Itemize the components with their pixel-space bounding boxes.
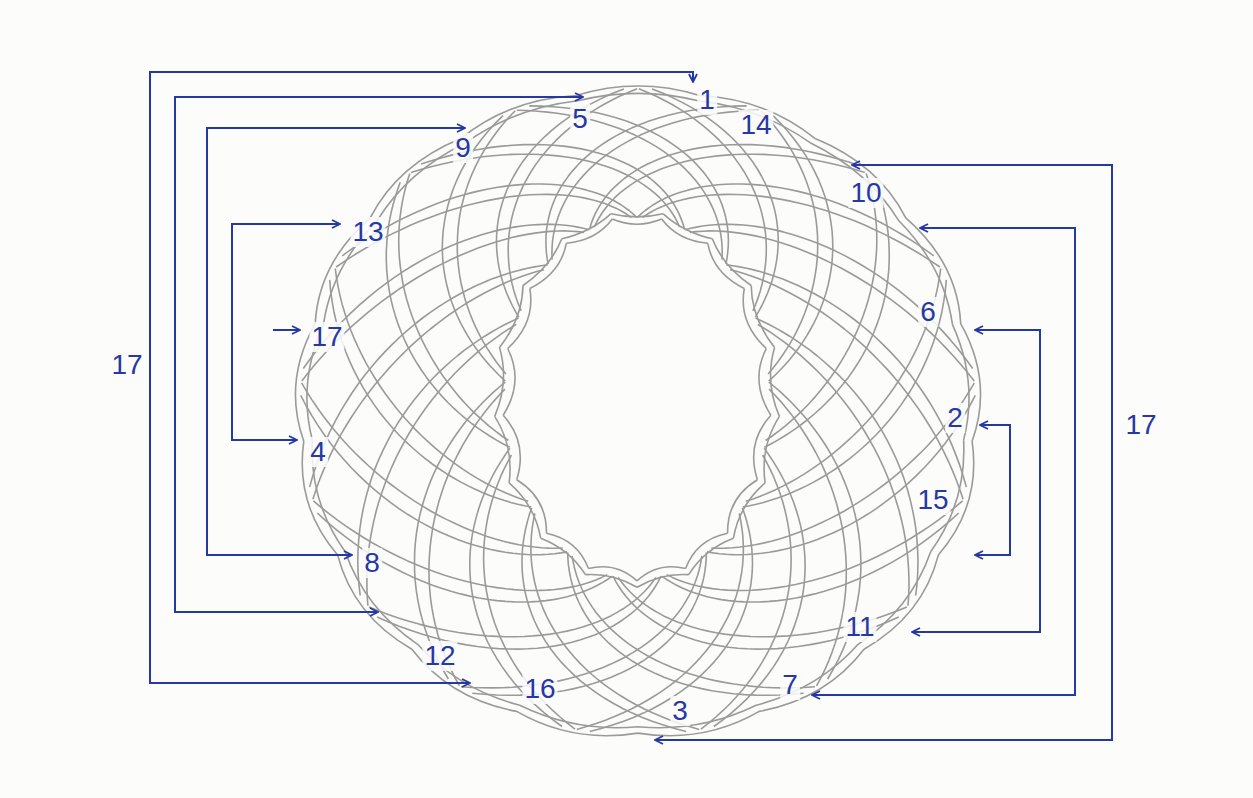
knot-strand (358, 318, 519, 596)
callout-number: 17 (109, 350, 144, 380)
arrow-line (320, 223, 340, 225)
arrow-line (920, 227, 940, 229)
knot-strand (764, 182, 889, 447)
callout-number: 6 (918, 297, 938, 327)
knot-strand (743, 280, 947, 507)
callout-number: 1 (697, 85, 717, 115)
arrow-line (852, 164, 875, 166)
arrow-line (692, 72, 694, 82)
knot-strand (761, 111, 818, 374)
arrow-line (912, 330, 1040, 632)
knot-strand (503, 219, 771, 581)
callout-number: 5 (570, 104, 590, 134)
callout-number: 17 (309, 322, 344, 352)
arrow-line (440, 127, 465, 129)
callout-number: 11 (843, 612, 876, 642)
knot-strand (367, 324, 516, 605)
callout-number: 12 (422, 641, 457, 671)
knot-strand (307, 93, 969, 727)
arrow-line (560, 96, 583, 98)
callout-number: 16 (522, 674, 557, 704)
callout-number: 9 (453, 133, 473, 163)
knot-strand (313, 501, 607, 591)
knot-strand (662, 513, 959, 602)
knot-strand (726, 265, 966, 487)
knot-strand (303, 224, 589, 368)
callout-number: 15 (915, 485, 950, 515)
arrow-line (980, 424, 995, 426)
knot-strand (302, 383, 563, 548)
arrow-line (975, 425, 1010, 555)
arrow-line (175, 97, 583, 612)
knot-strand (442, 116, 505, 382)
arrow-line (975, 329, 995, 331)
knot-strand (415, 382, 506, 679)
callout-number: 4 (308, 437, 328, 467)
knot-strand (302, 231, 584, 381)
knot-strand (769, 389, 846, 686)
knot-strand (613, 576, 899, 649)
knot-strand (746, 269, 941, 502)
arrow-line (273, 329, 300, 331)
callout-number: 17 (1123, 410, 1158, 440)
knot-strand (484, 455, 575, 729)
knot-strand (766, 174, 877, 441)
knot-strand (310, 265, 548, 487)
callout-number: 14 (738, 110, 773, 140)
knot-strand (594, 154, 864, 227)
knot-strand (508, 89, 637, 311)
callout-number: 2 (945, 403, 965, 433)
knot-strand (517, 110, 722, 259)
callout-number: 10 (848, 178, 883, 208)
arrow-line (207, 128, 465, 555)
knot-strand (295, 86, 980, 736)
knot-strand (707, 395, 975, 554)
knot-strand (369, 577, 656, 636)
arrow-line (812, 228, 1075, 695)
arrow-line (150, 72, 693, 683)
knot-strand (495, 214, 780, 588)
callout-number: 3 (670, 696, 690, 726)
callout-number: 7 (780, 670, 800, 700)
callout-number: 13 (350, 217, 385, 247)
callout-number: 8 (362, 548, 382, 578)
knot-strand (714, 448, 805, 726)
knot-strand (758, 324, 909, 605)
arrow-line (655, 165, 1112, 740)
